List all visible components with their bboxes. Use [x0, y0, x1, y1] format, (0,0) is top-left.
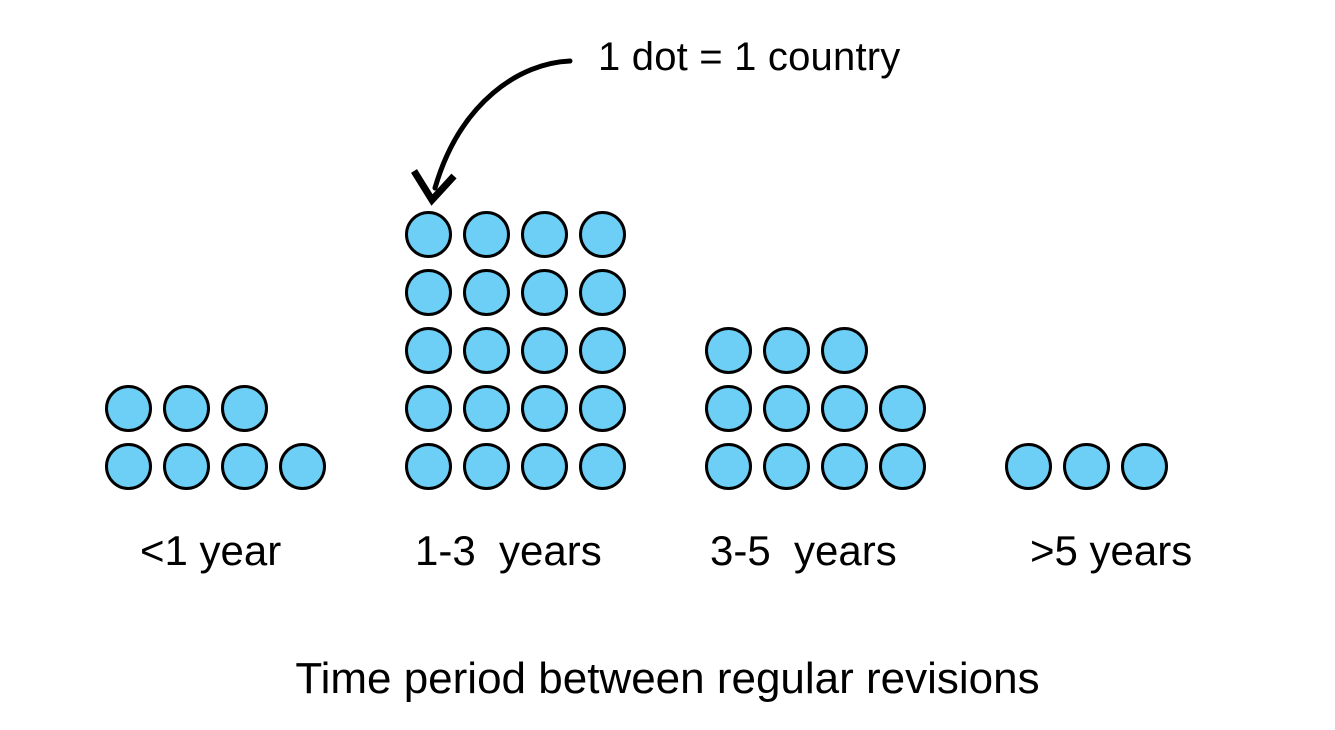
- dot-row: [405, 437, 626, 495]
- dot-row: [105, 379, 326, 437]
- country-dot: [405, 326, 452, 374]
- country-dot: [579, 210, 626, 258]
- country-dot: [579, 442, 626, 490]
- country-dot: [163, 442, 210, 490]
- country-dot: [463, 268, 510, 316]
- country-dot: [463, 442, 510, 490]
- country-dot: [821, 384, 868, 432]
- curved-arrow-down-left-icon: [411, 58, 573, 206]
- category-label-0: <1 year: [140, 527, 282, 574]
- country-dot: [579, 384, 626, 432]
- country-dot: [1063, 442, 1110, 490]
- country-dot: [879, 384, 926, 432]
- dot-group: [705, 321, 926, 495]
- country-dot: [521, 326, 568, 374]
- country-dot: [705, 326, 752, 374]
- dot-row: [405, 379, 626, 437]
- dot-row: [405, 321, 626, 379]
- category-label-3: >5 years: [1030, 527, 1193, 574]
- dot-row: [705, 379, 926, 437]
- country-dot: [521, 210, 568, 258]
- country-dot: [579, 268, 626, 316]
- dot-row: [105, 437, 326, 495]
- country-dot: [105, 384, 152, 432]
- country-dot: [463, 384, 510, 432]
- country-dot: [1005, 442, 1052, 490]
- country-dot: [879, 442, 926, 490]
- dot-row: [1005, 437, 1168, 495]
- dot-row: [705, 437, 926, 495]
- annotation-label: 1 dot = 1 country: [598, 35, 901, 79]
- country-dot: [405, 384, 452, 432]
- country-dot: [405, 442, 452, 490]
- dot-group: [105, 379, 326, 495]
- country-dot: [763, 326, 810, 374]
- country-dot: [163, 384, 210, 432]
- country-dot: [763, 442, 810, 490]
- country-dot: [279, 442, 326, 490]
- country-dot: [405, 210, 452, 258]
- dot-group: [405, 205, 626, 495]
- country-dot: [221, 384, 268, 432]
- country-dot: [405, 268, 452, 316]
- dot-row: [405, 205, 626, 263]
- country-dot: [1121, 442, 1168, 490]
- dot-row: [705, 321, 926, 379]
- country-dot: [579, 326, 626, 374]
- country-dot: [521, 268, 568, 316]
- country-dot: [463, 326, 510, 374]
- country-dot: [705, 384, 752, 432]
- country-dot: [821, 442, 868, 490]
- category-label-2: 3-5 years: [710, 527, 897, 574]
- country-dot: [221, 442, 268, 490]
- country-dot: [763, 384, 810, 432]
- country-dot: [705, 442, 752, 490]
- country-dot: [821, 326, 868, 374]
- country-dot: [521, 384, 568, 432]
- country-dot: [105, 442, 152, 490]
- category-label-1: 1-3 years: [415, 527, 602, 574]
- dot-row: [405, 263, 626, 321]
- dot-group: [1005, 437, 1168, 495]
- country-dot: [463, 210, 510, 258]
- country-dot: [521, 442, 568, 490]
- chart-caption: Time period between regular revisions: [295, 654, 1040, 703]
